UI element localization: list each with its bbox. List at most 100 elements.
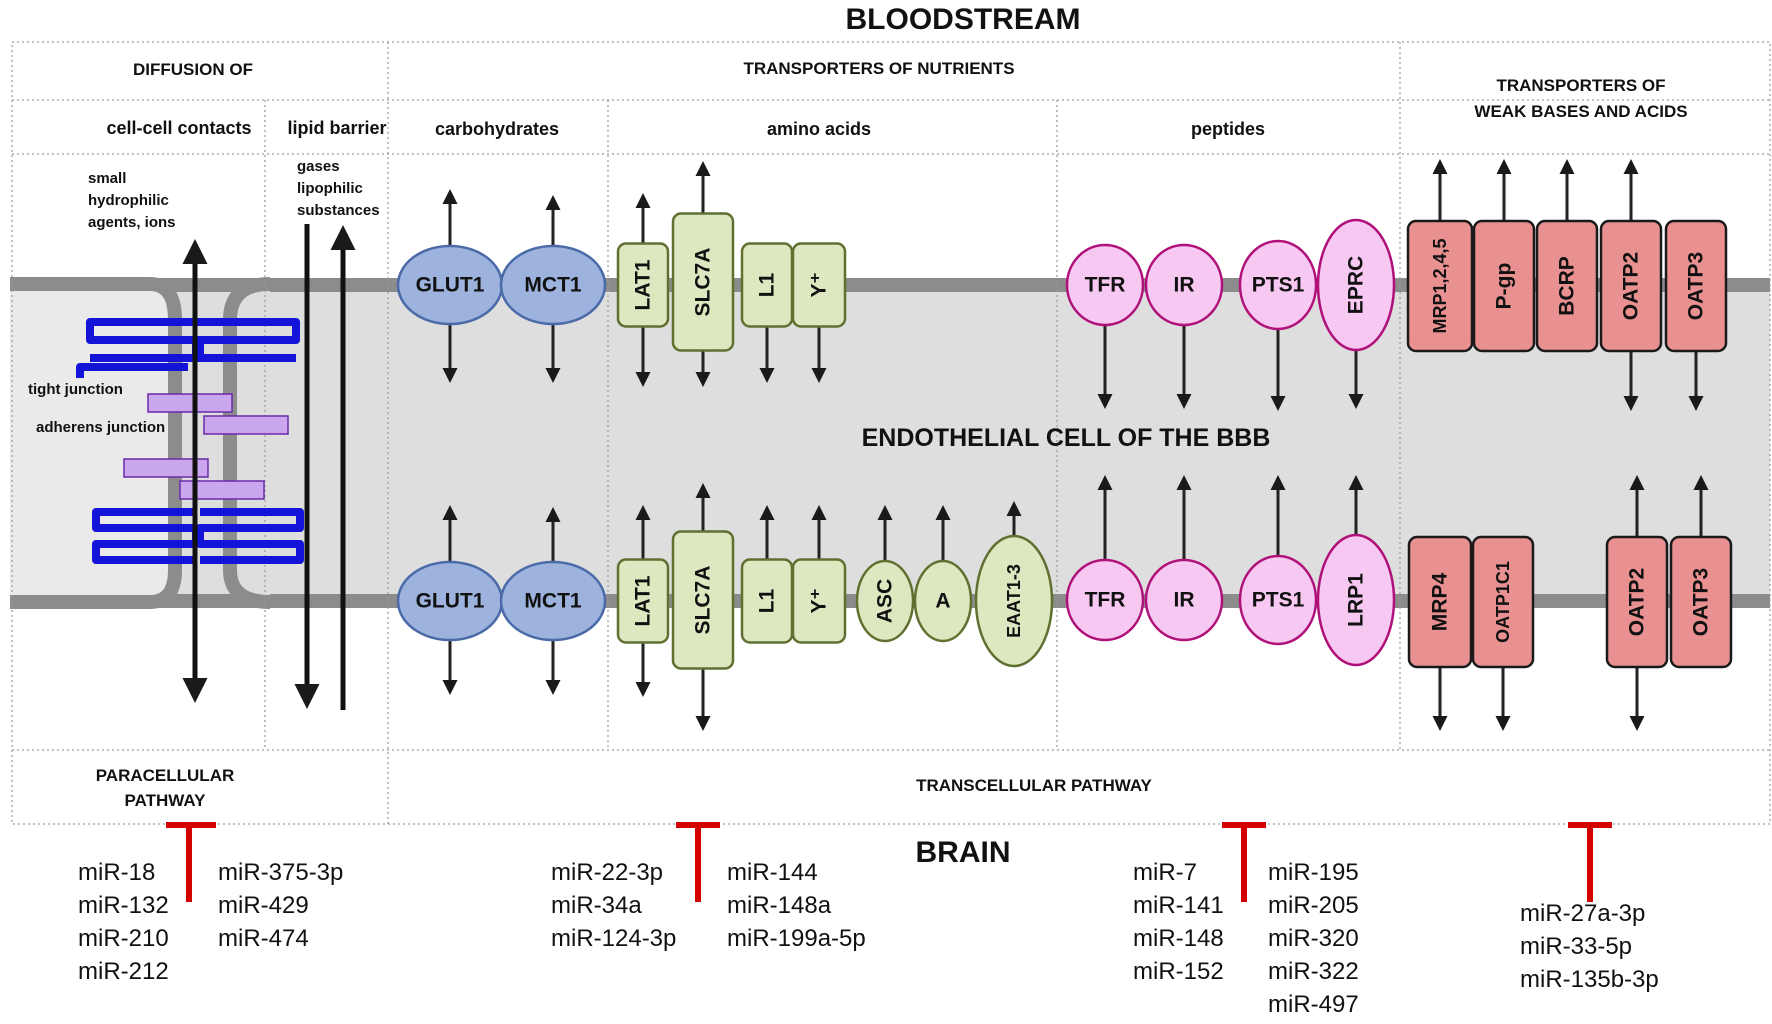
abluminal-transporter-label: OATP3 (1690, 568, 1713, 636)
luminal-transporter-oatp3: OATP3 (1664, 219, 1728, 353)
luminal-transporter-label: SLC7A (692, 248, 715, 317)
abluminal-transporter-label: ASC (874, 579, 897, 623)
luminal-transporter-label: Y⁺ (808, 272, 831, 297)
luminal-transporter-mct1: MCT1 (499, 244, 607, 326)
luminal-transporter-p-gp: P-gp (1472, 219, 1536, 353)
mirna-mir-474: miR-474 (218, 925, 309, 952)
abluminal-transporter-label: LAT1 (632, 575, 655, 626)
luminal-transporter-label: BCRP (1556, 256, 1579, 316)
luminal-transporter-label: P-gp (1493, 263, 1516, 310)
mirna-mir-132: miR-132 (78, 892, 169, 919)
abluminal-transporter-label: OATP1C1 (1493, 561, 1513, 643)
small-hydrophilic-label-3: agents, ions (88, 214, 176, 231)
luminal-transporter-label: PTS1 (1252, 274, 1305, 297)
abluminal-transporter-label: EAAT1-3 (1004, 564, 1024, 638)
mirna-mir-148: miR-148 (1133, 925, 1224, 952)
luminal-transporter-mrp1-2-4-5: MRP1,2,4,5 (1406, 219, 1474, 353)
luminal-transporter-label: IR (1174, 274, 1195, 297)
luminal-transporter-pts1: PTS1 (1238, 239, 1318, 331)
abluminal-transporter-lat1: LAT1 (616, 558, 670, 644)
abluminal-transporter-oatp1c1: OATP1C1 (1471, 535, 1535, 669)
luminal-transporter-lat1: LAT1 (616, 242, 670, 328)
luminal-transporter-glut1: GLUT1 (396, 244, 504, 326)
mirna-mir-152: miR-152 (1133, 958, 1224, 985)
mirna-mir-144: miR-144 (727, 859, 818, 886)
luminal-transporter-ir: IR (1144, 243, 1224, 327)
paracellular-label-2: PATHWAY (125, 791, 207, 810)
mirna-mir-7: miR-7 (1133, 859, 1197, 886)
lipid-barrier-header: lipid barrier (287, 118, 386, 138)
nutrients-header: TRANSPORTERS OF NUTRIENTS (743, 59, 1014, 78)
luminal-transporter-label: L1 (756, 272, 779, 297)
abluminal-transporter-tfr: TFR (1065, 558, 1145, 642)
abluminal-transporter-a: A (913, 559, 973, 643)
mirna-mir-429: miR-429 (218, 892, 309, 919)
gases-label-3: substances (297, 202, 380, 219)
abluminal-transporter-lrp1: LRP1 (1316, 533, 1396, 667)
abluminal-transporter-label: MRP4 (1429, 573, 1452, 632)
abluminal-transporter-ir: IR (1144, 558, 1224, 642)
luminal-transporter-label: MRP1,2,4,5 (1430, 238, 1450, 333)
abluminal-transporter-glut1: GLUT1 (396, 560, 504, 642)
mirna-mir-33-5p: miR-33-5p (1520, 933, 1632, 960)
luminal-transporter-eprc: EPRC (1316, 218, 1396, 352)
small-hydrophilic-label-2: hydrophilic (88, 192, 169, 209)
luminal-transporter-bcrp: BCRP (1535, 219, 1599, 353)
abluminal-transporter-label: SLC7A (692, 566, 715, 635)
abluminal-transporter-label: OATP2 (1626, 568, 1649, 636)
mirna-mir-210: miR-210 (78, 925, 169, 952)
amino-acids-header: amino acids (767, 119, 871, 139)
luminal-transporter-tfr: TFR (1065, 243, 1145, 327)
luminal-transporter-oatp2: OATP2 (1599, 219, 1663, 353)
abluminal-transporter-eaat1-3: EAAT1-3 (974, 534, 1054, 668)
luminal-transporter-l1: L1 (740, 242, 794, 328)
small-hydrophilic-label-1: small (88, 170, 126, 187)
abluminal-transporter-label: L1 (756, 588, 779, 613)
brain-title: BRAIN (916, 836, 1011, 869)
weak-header-line1: TRANSPORTERS OF (1496, 76, 1665, 95)
mirna-mir-18: miR-18 (78, 859, 155, 886)
diffusion-arrows (182, 224, 356, 710)
abluminal-transporter-mct1: MCT1 (499, 560, 607, 642)
abluminal-transporter-slc7a: SLC7A (671, 530, 735, 670)
mirna-mir-320: miR-320 (1268, 925, 1359, 952)
luminal-transporter-label: TFR (1085, 274, 1126, 297)
adherens-junction-label: adherens junction (36, 419, 165, 436)
tight-junction-label: tight junction (28, 381, 123, 398)
luminal-transporter-label: OATP2 (1620, 252, 1643, 320)
transcellular-label: TRANSCELLULAR PATHWAY (916, 776, 1152, 795)
endothelial-cell-title: ENDOTHELIAL CELL OF THE BBB (862, 424, 1271, 452)
abluminal-transporter-l1: L1 (740, 558, 794, 644)
abluminal-transporter-label: PTS1 (1252, 589, 1305, 612)
mirna-mir-205: miR-205 (1268, 892, 1359, 919)
mirna-mir-34a: miR-34a (551, 892, 642, 919)
diffusion-header: DIFFUSION OF (133, 60, 253, 79)
cell-edge-membrane (223, 277, 271, 609)
gases-label-2: lipophilic (297, 180, 363, 197)
abluminal-transporter-label: TFR (1085, 589, 1126, 612)
weak-header-line2: WEAK BASES AND ACIDS (1474, 102, 1687, 121)
peptides-header: peptides (1191, 119, 1265, 139)
mirna-mir-199a-5p: miR-199a-5p (727, 925, 866, 952)
mirna-mir-141: miR-141 (1133, 892, 1224, 919)
paracellular-label-1: PARACELLULAR (96, 766, 235, 785)
mirna-mir-375-3p: miR-375-3p (218, 859, 343, 886)
bloodstream-title: BLOODSTREAM (846, 3, 1081, 36)
abluminal-transporter-label: Y⁺ (808, 588, 831, 613)
section-grid (11, 41, 1771, 825)
luminal-transporter-y: Y⁺ (791, 242, 847, 328)
inhibition-markers (166, 822, 1612, 902)
mirna-mir-148a: miR-148a (727, 892, 832, 919)
neighbour-cell-membrane (10, 277, 182, 609)
abluminal-transporter-asc: ASC (855, 559, 915, 643)
mirna-mir-135b-3p: miR-135b-3p (1520, 966, 1659, 993)
mirna-mir-195: miR-195 (1268, 859, 1359, 886)
gases-label-1: gases (297, 158, 340, 175)
luminal-transporter-label: MCT1 (524, 274, 581, 297)
luminal-transporter-label: LAT1 (632, 259, 655, 310)
luminal-transporter-label: OATP3 (1685, 252, 1708, 320)
abluminal-transporter-pts1: PTS1 (1238, 554, 1318, 646)
